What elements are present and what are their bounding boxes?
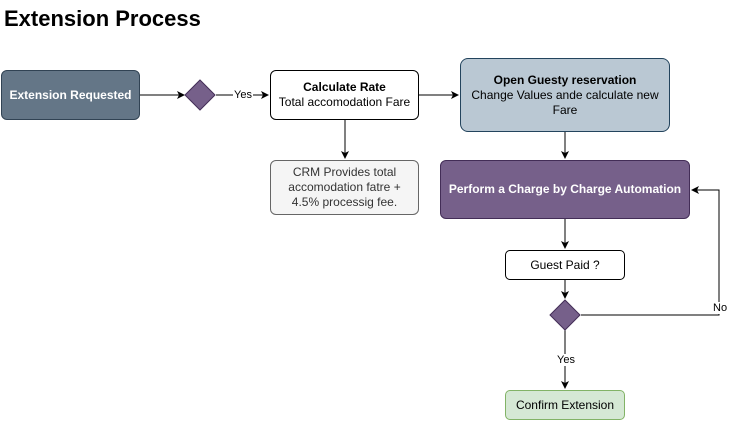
node-crm-provides: CRM Provides total accomodation fatre + … [270, 160, 419, 215]
node-confirm-extension: Confirm Extension [505, 390, 625, 420]
node-perform-charge-label: Perform a Charge by Charge Automation [448, 182, 682, 196]
edge-label-no: No [712, 302, 729, 314]
node-extension-requested-label: Extension Requested [9, 87, 132, 102]
node-calculate-rate-subtitle: Total accomodation Fare [278, 95, 411, 109]
edge-no-loop [581, 186, 720, 316]
node-calculate-rate: Calculate Rate Total accomodation Fare [270, 70, 419, 120]
node-open-guesty-title: Open Guesty reservation [493, 72, 637, 87]
node-guest-paid: Guest Paid ? [505, 250, 625, 280]
node-open-guesty: Open Guesty reservation Change Values an… [460, 58, 670, 132]
node-confirm-extension-label: Confirm Extension [515, 397, 615, 412]
edge-label-yes-top: Yes [233, 89, 253, 101]
node-guest-paid-label: Guest Paid ? [530, 257, 600, 272]
node-extension-requested: Extension Requested [1, 70, 140, 120]
edge-label-yes-bottom: Yes [556, 354, 576, 366]
diagram-title: Extension Process [4, 6, 201, 31]
node-open-guesty-subtitle: Change Values ande calculate new Fare [471, 87, 659, 117]
node-perform-charge: Perform a Charge by Charge Automation [440, 160, 690, 219]
node-crm-provides-label: CRM Provides total accomodation fatre + … [288, 165, 401, 209]
decision-diamond-1 [184, 79, 216, 111]
decision-diamond-2 [549, 299, 581, 331]
node-calculate-rate-title: Calculate Rate [303, 80, 386, 94]
